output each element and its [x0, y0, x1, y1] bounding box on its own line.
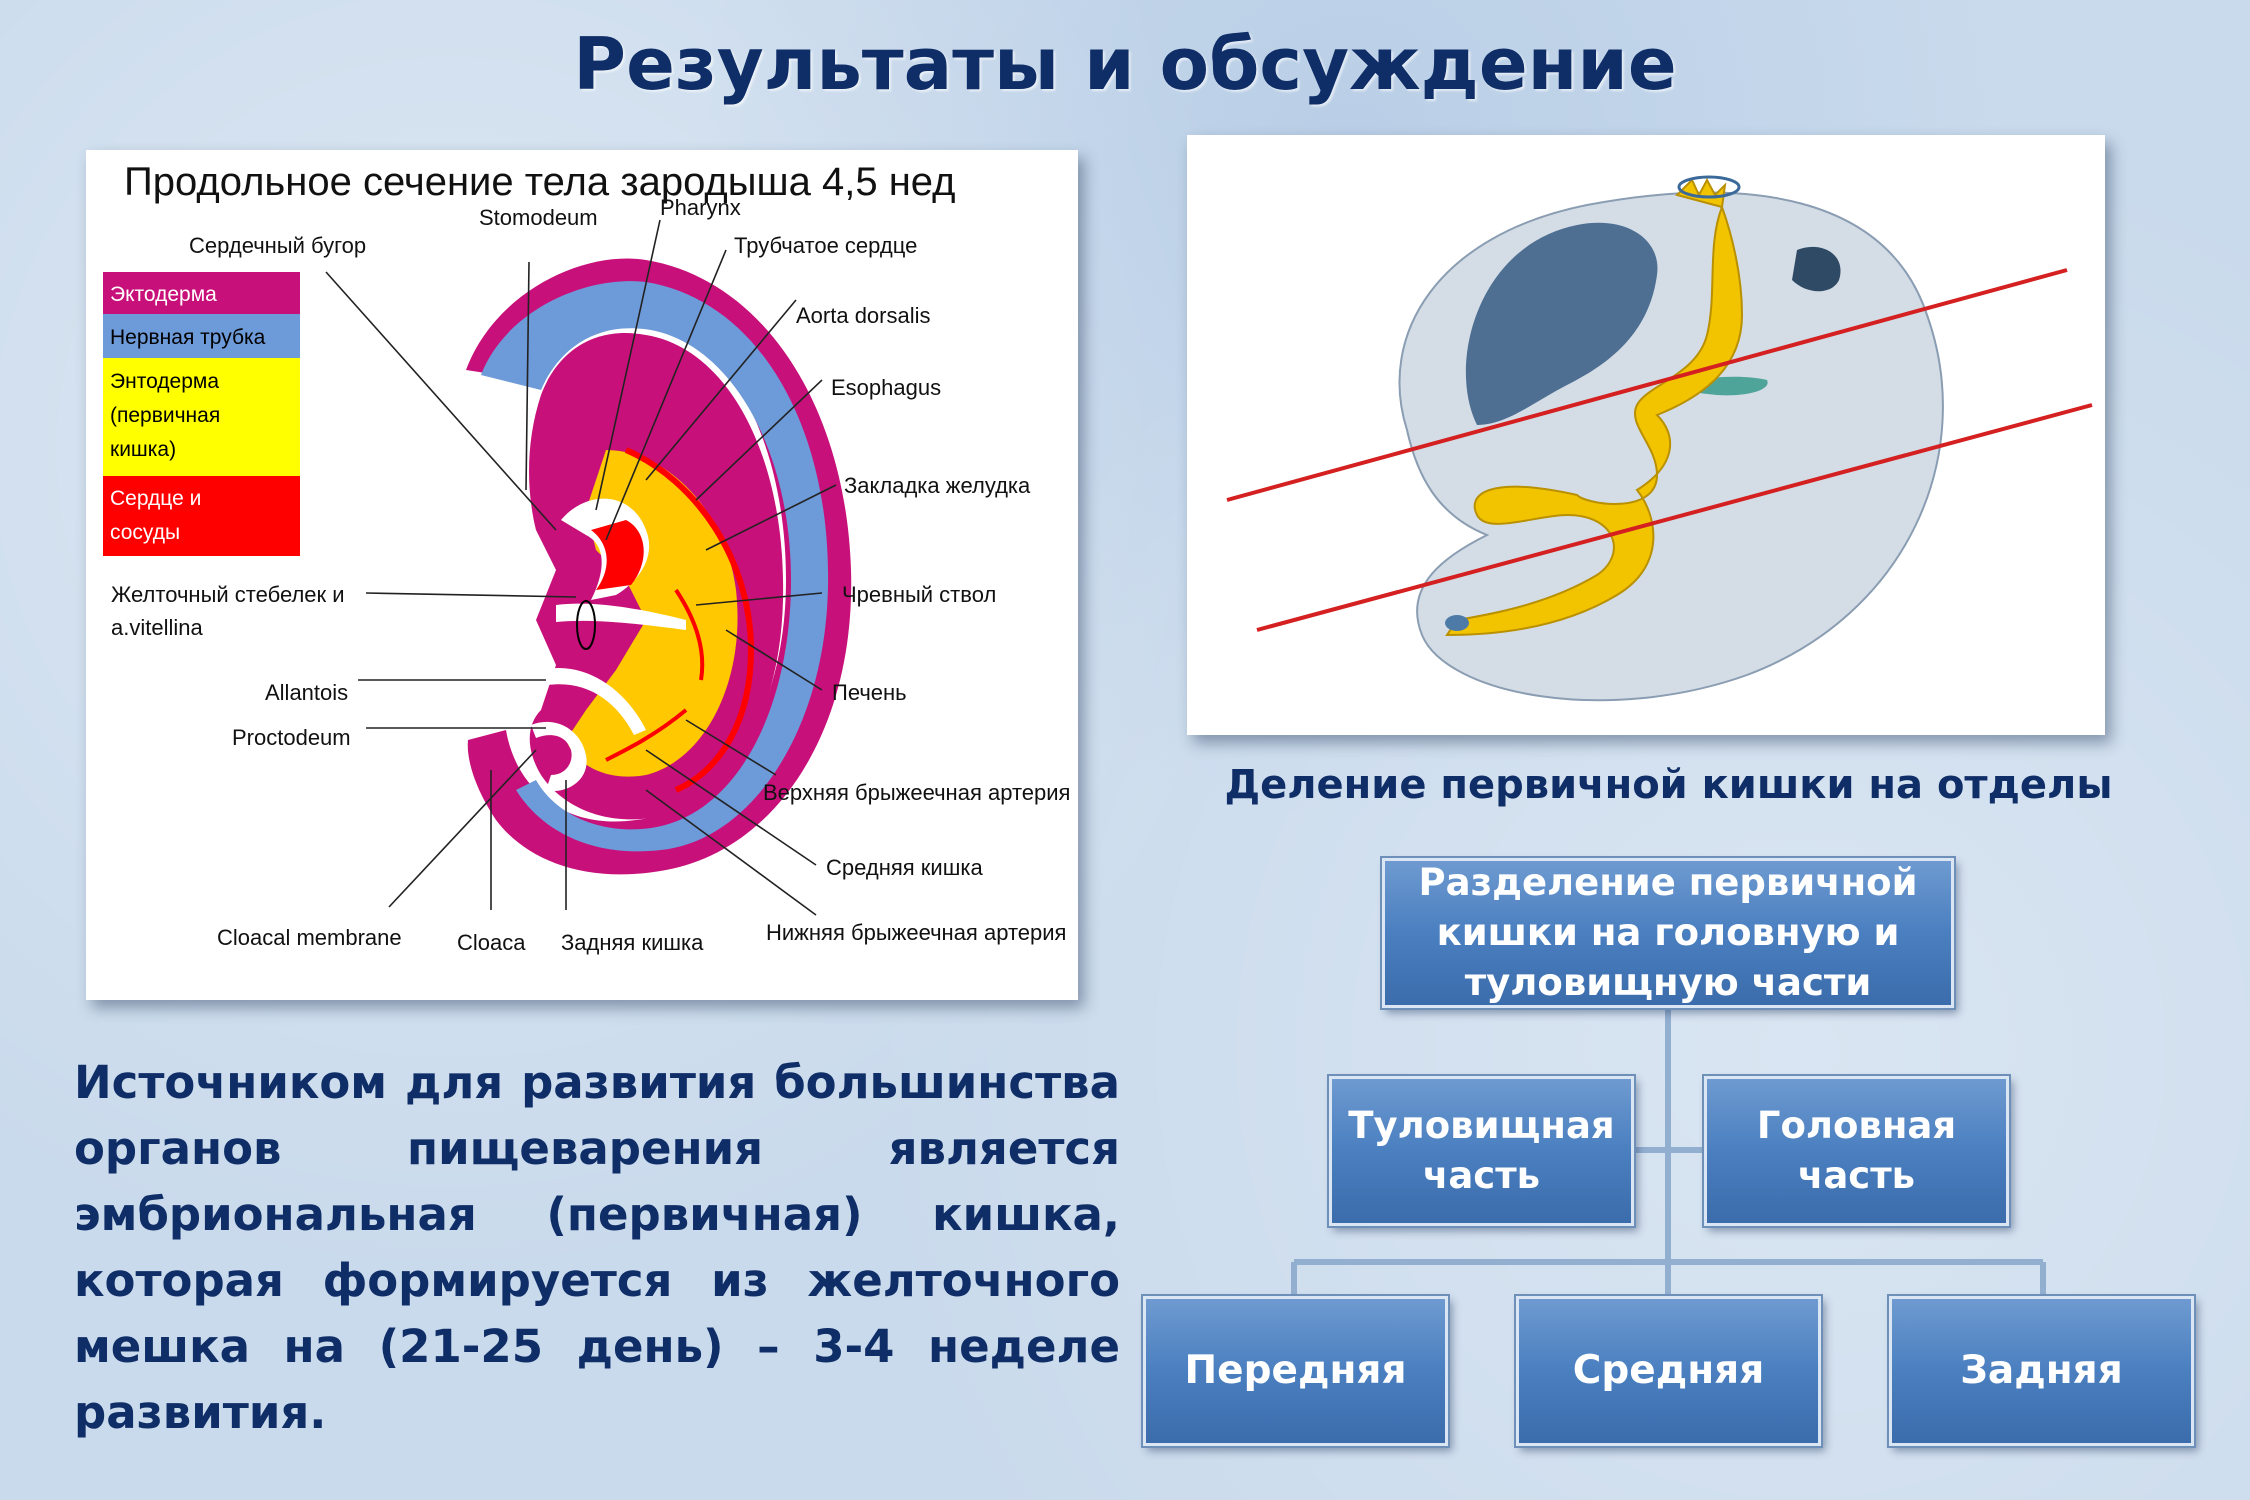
label-inferior-mesenteric-artery: Нижняя брыжеечная артерия — [766, 920, 1066, 945]
neural-tube-layer — [481, 281, 829, 852]
primitive-gut-tube — [1445, 177, 1744, 637]
cloaca-opening — [1445, 615, 1469, 631]
label-stomach: Закладка желудка — [844, 473, 1031, 498]
celiac-trunk — [674, 588, 705, 681]
legend-label: кишка) — [110, 438, 176, 461]
slide-title: Результаты и обсуждение — [573, 22, 1677, 106]
label-tubular-heart: Трубчатое сердце — [734, 233, 917, 258]
tree-root-box: Разделение первичной кишки на головную и… — [1380, 856, 1956, 1010]
division-line-upper — [1226, 268, 2068, 502]
gut-division-diagram — [1187, 135, 2105, 735]
label-hindgut: Задняя кишка — [561, 930, 704, 955]
division-line-lower — [1256, 403, 2093, 632]
label-proctodeum: Proctodeum — [232, 725, 351, 750]
legend-label: Сердце и — [110, 487, 201, 510]
yolk-stalk-outline — [576, 600, 596, 650]
legend-swatch-ectoderm — [103, 272, 300, 314]
label-allantois: Allantois — [265, 680, 348, 705]
tree-node-head-part: Головная часть — [1702, 1074, 2011, 1228]
tree-node-midgut: Средняя — [1514, 1294, 1823, 1448]
aorta-dorsalis — [624, 447, 755, 793]
legend-swatch-heart-vessels — [103, 476, 300, 556]
yolk-stalk — [556, 603, 686, 630]
label-vitelline-artery: a.vitellina — [111, 615, 203, 640]
label-stomodeum: Stomodeum — [479, 205, 598, 230]
legend: Эктодерма Нервная трубка Энтодерма (перв… — [103, 272, 300, 556]
label-esophagus: Esophagus — [831, 375, 941, 400]
gut-division-svg — [1226, 175, 2093, 702]
legend-swatch-neural-tube — [103, 314, 300, 358]
legend-label: Энтодерма — [110, 370, 219, 393]
dark-cavity — [1465, 222, 1658, 425]
label-superior-mesenteric-artery: Верхняя брыжеечная артерия — [763, 780, 1070, 805]
label-cloaca: Cloaca — [457, 930, 526, 955]
tree-node-trunk-part: Туловищная часть — [1327, 1074, 1636, 1228]
label-pharynx: Pharynx — [660, 195, 741, 220]
label-midgut: Средняя кишка — [826, 855, 983, 880]
leader-lines — [325, 219, 837, 916]
explanation-paragraph: Источником для развития большинства орга… — [74, 1056, 1120, 1439]
label-aorta-dorsalis: Aorta dorsalis — [796, 303, 931, 328]
mesenteric-artery — [605, 708, 688, 762]
label-cloacal-membrane: Cloacal membrane — [217, 925, 402, 950]
legend-label: сосуды — [110, 521, 180, 544]
diagram-heading: Продольное сечение тела зародыша 4,5 нед — [124, 160, 955, 204]
oral-opening-ring — [1677, 175, 1741, 199]
label-heart-bulge: Сердечный бугор — [189, 233, 366, 258]
legend-label: (первичная — [110, 404, 220, 427]
allantois — [541, 668, 646, 735]
legend-label: Нервная трубка — [110, 326, 266, 349]
right-diagram-caption: Деление первичной кишки на отделы — [1224, 762, 2113, 808]
dark-spot — [1792, 246, 1841, 292]
legend-swatch-endoderm — [103, 358, 300, 476]
label-yolk-stalk: Желточный стебелек и — [111, 582, 345, 607]
tree-node-hindgut: Задняя — [1887, 1294, 2196, 1448]
embryo-section-svg: Продольное сечение тела зародыша 4,5 нед… — [103, 160, 1070, 955]
proctodeum — [531, 721, 587, 791]
embryo-illustration — [466, 258, 852, 875]
label-celiac-trunk: Чревный ствол — [842, 582, 996, 607]
tree-node-foregut: Передняя — [1141, 1294, 1450, 1448]
heart — [591, 520, 644, 590]
label-liver: Печень — [832, 680, 907, 705]
embryo-section-diagram: Продольное сечение тела зародыша 4,5 нед… — [86, 150, 1078, 1000]
labels: Stomodeum Pharynx Сердечный бугор Трубча… — [111, 195, 1070, 955]
legend-label: Эктодерма — [110, 283, 217, 306]
